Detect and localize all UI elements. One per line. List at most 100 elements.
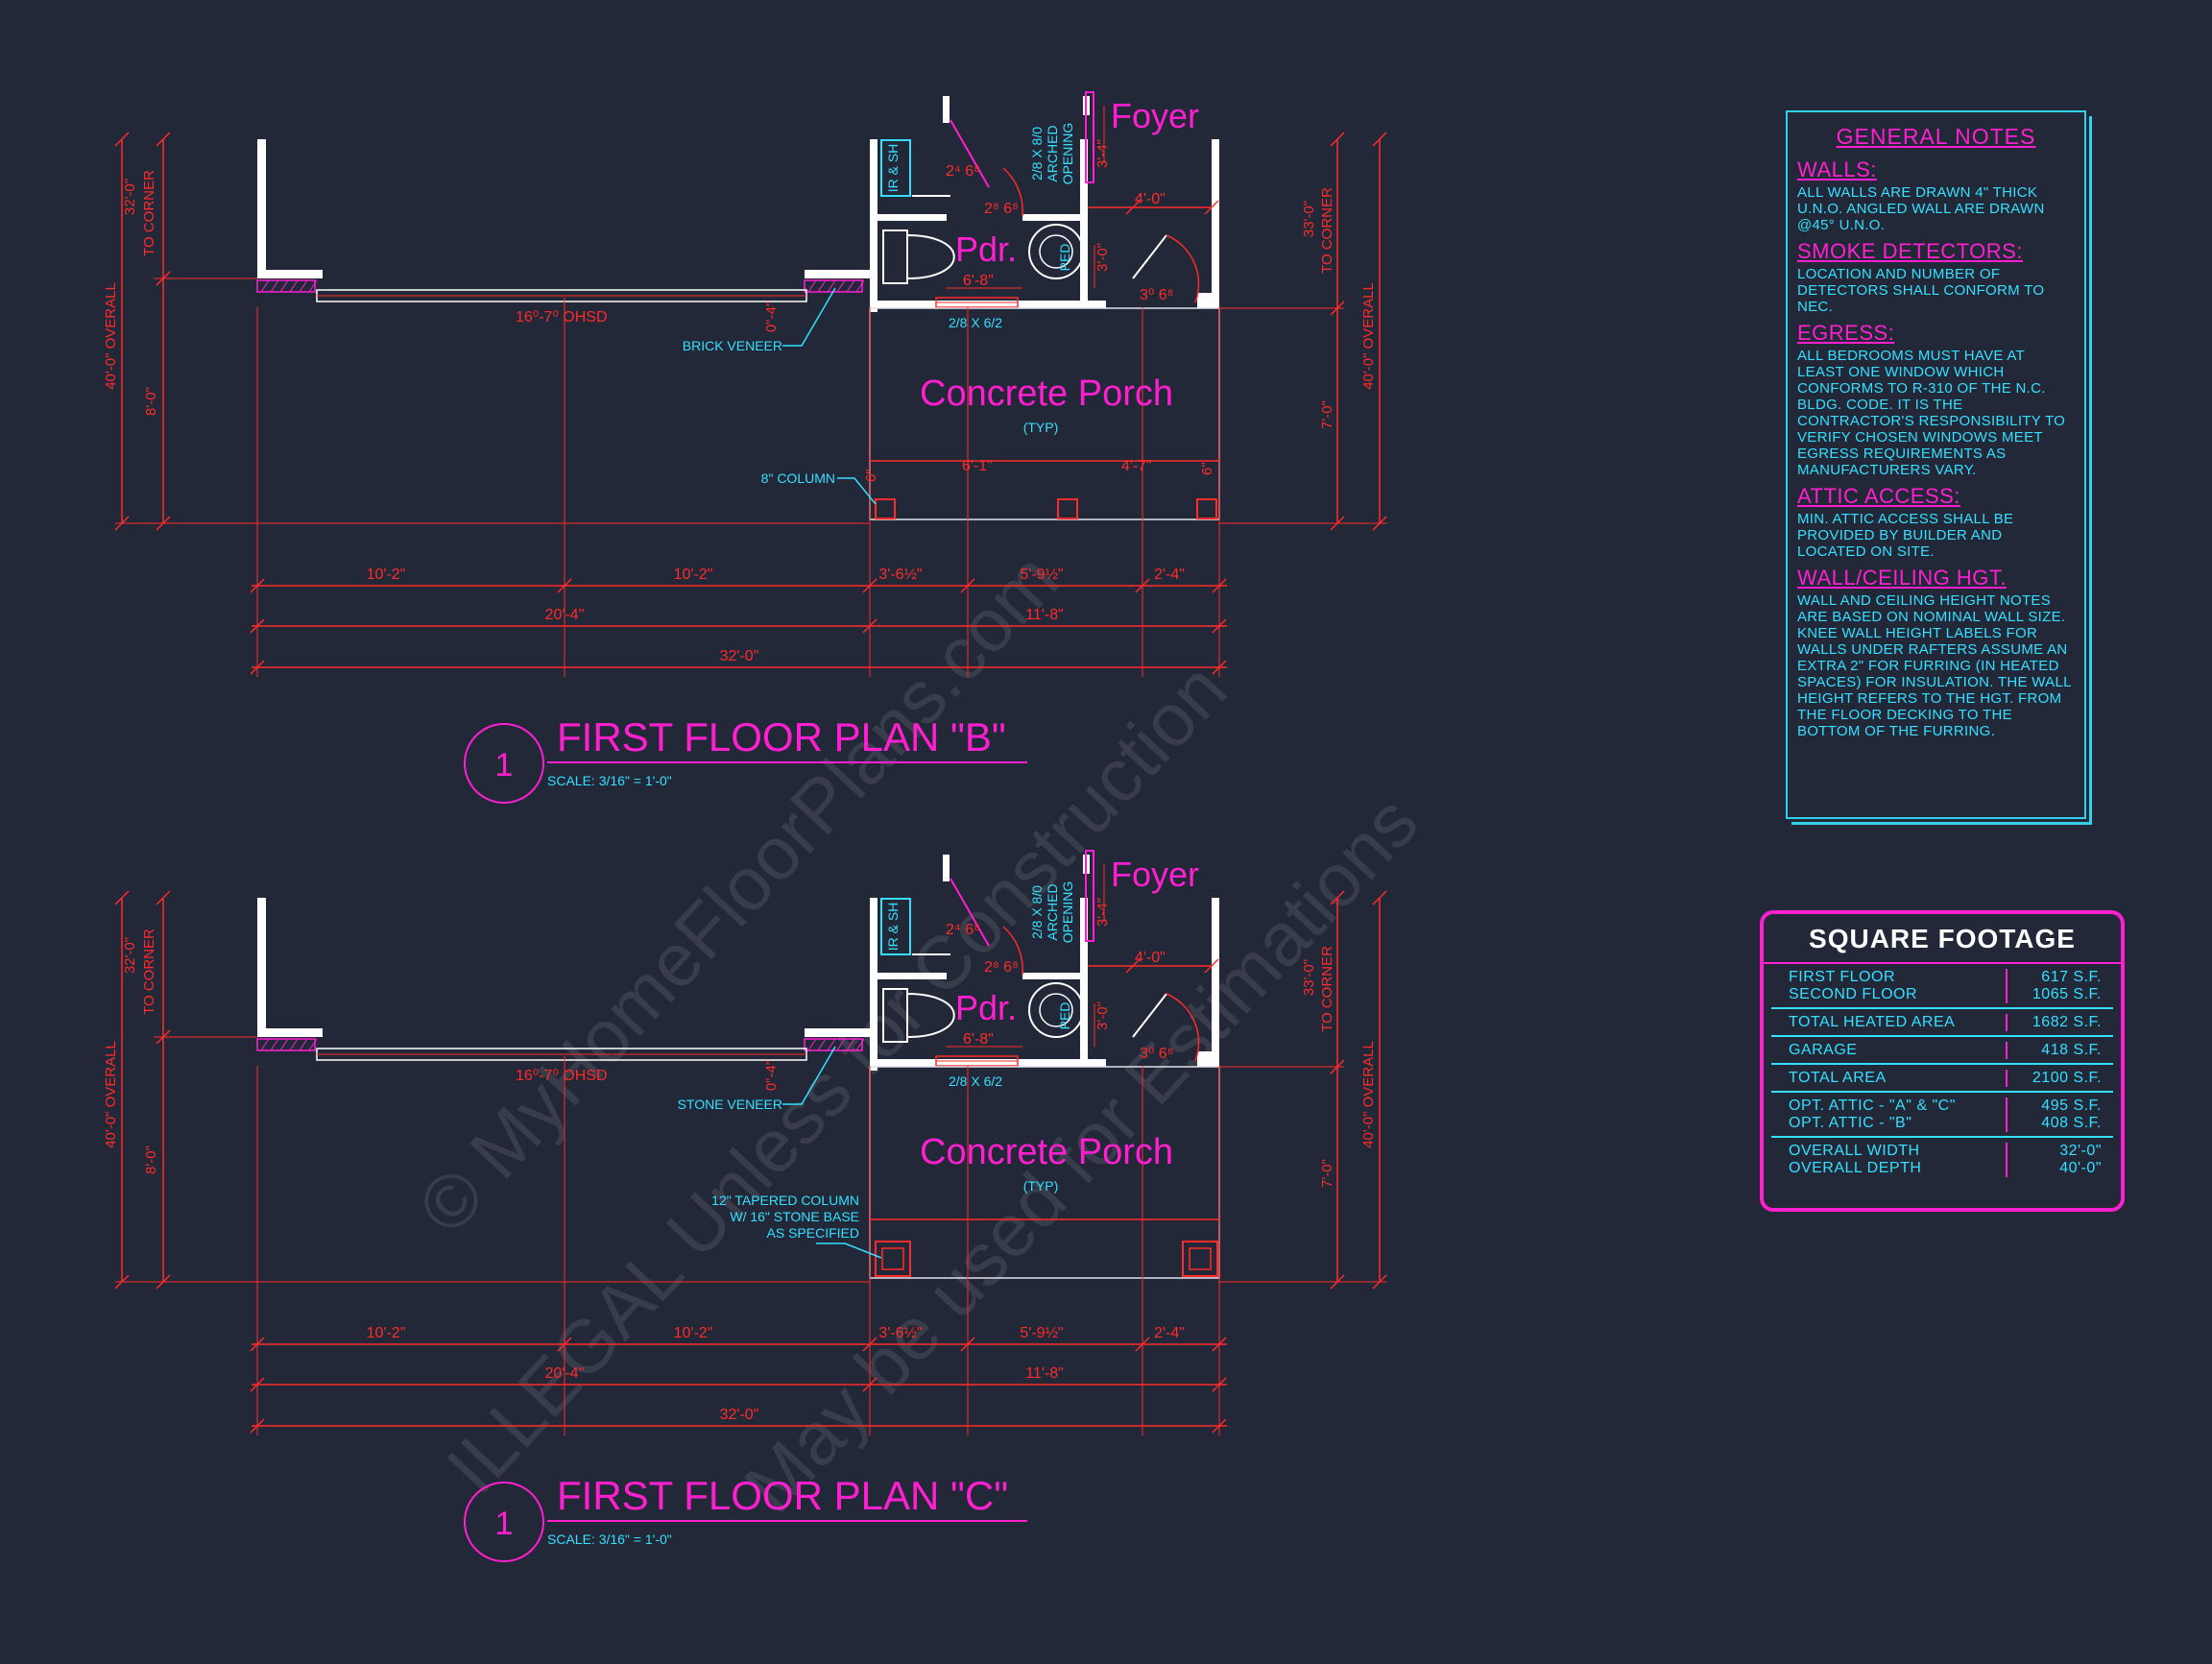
house-wall-bottom bbox=[870, 1059, 1106, 1067]
dimension-tick bbox=[1212, 660, 1227, 675]
foyer-wall-jamb bbox=[1197, 293, 1213, 308]
dimension-tick bbox=[250, 1377, 265, 1392]
window-size-label: 2/8 X 6/2 bbox=[949, 1073, 1002, 1089]
dimension-tick bbox=[862, 578, 878, 593]
column-label: AS SPECIFIED bbox=[767, 1225, 859, 1241]
column-size-label: 6" bbox=[1199, 462, 1215, 475]
arched-opening bbox=[1085, 850, 1094, 942]
plan-title: FIRST FLOOR PLAN "C" bbox=[557, 1473, 1008, 1518]
powder-depth-label: 3'-0" bbox=[1094, 1001, 1111, 1030]
dimension-tick bbox=[1212, 618, 1227, 634]
house-wall-right bbox=[1212, 139, 1219, 308]
dimension-label: 3'-6½" bbox=[878, 567, 922, 583]
veneer-hatch bbox=[279, 279, 289, 293]
toilet-bowl bbox=[906, 992, 955, 1039]
foyer-width-label: 4'-0" bbox=[1135, 191, 1166, 207]
dimension-tick bbox=[1330, 890, 1345, 905]
linen-closet bbox=[880, 898, 911, 955]
dimension-tick bbox=[1212, 1337, 1227, 1352]
door-swing-arc bbox=[1002, 167, 1023, 217]
veneer-hatch bbox=[279, 1038, 289, 1051]
veneer-hatch bbox=[817, 279, 827, 293]
corner-label: 32'-0" bbox=[122, 937, 138, 974]
entry-door-leaf bbox=[1132, 993, 1167, 1038]
room-label-foyer: Foyer bbox=[1111, 855, 1199, 894]
veneer-hatch bbox=[846, 279, 855, 293]
column-label: W/ 16" STONE BASE bbox=[730, 1209, 859, 1224]
porch-column bbox=[1057, 498, 1078, 519]
dimension-tick bbox=[250, 1418, 265, 1434]
plan-number-circle bbox=[464, 1482, 544, 1562]
sqft-value: 408 S.F. bbox=[2006, 1115, 2104, 1132]
garage-wall-return-right bbox=[805, 270, 870, 278]
notes-body: MIN. ATTIC ACCESS SHALL BE PROVIDED BY B… bbox=[1797, 511, 2014, 560]
plan-scale: SCALE: 3/16" = 1'-0" bbox=[547, 773, 672, 788]
dimension-tick bbox=[862, 1377, 878, 1392]
dimension-label: 2'-4" bbox=[1154, 1325, 1185, 1341]
sqft-value: 1065 S.F. bbox=[2006, 986, 2104, 1003]
dimension-label: 10'-2" bbox=[367, 567, 406, 583]
notes-section-wall-ceiling-height: WALL/CEILING HGT. WALL AND CEILING HEIGH… bbox=[1797, 566, 2075, 739]
tapered-column-base bbox=[1182, 1241, 1218, 1277]
dimension-tick bbox=[250, 618, 265, 634]
sqft-label: OVERALL WIDTH bbox=[1789, 1143, 1920, 1159]
column-label: 12" TAPERED COLUMN bbox=[711, 1193, 859, 1208]
veneer-strip bbox=[256, 279, 316, 293]
sink-bowl bbox=[1039, 234, 1073, 269]
sqft-label: OPT. ATTIC - "B" bbox=[1789, 1115, 1912, 1131]
door-size-label: 2⁴ 6⁸ bbox=[946, 163, 980, 180]
dimension-label: 8'-0" bbox=[143, 1146, 159, 1174]
dimension-tick bbox=[1125, 958, 1141, 974]
corner-label: TO CORNER bbox=[1319, 946, 1335, 1032]
closet-label: IR & SH bbox=[885, 144, 901, 193]
powder-wall-top bbox=[870, 214, 947, 221]
window-size-label: 2/8 X 6/2 bbox=[949, 315, 1002, 330]
dimension-tick bbox=[114, 132, 130, 147]
garage-wall-return-left bbox=[257, 1028, 323, 1037]
room-label-foyer: Foyer bbox=[1111, 96, 1199, 135]
veneer-hatch bbox=[260, 279, 270, 293]
sqft-value: 495 S.F. bbox=[2006, 1097, 2104, 1115]
veneer-hatch bbox=[260, 1038, 270, 1051]
foyer-wall-left bbox=[1080, 139, 1088, 308]
dimension-label: 10'-2" bbox=[367, 1325, 406, 1341]
notes-heading: ATTIC ACCESS: bbox=[1797, 484, 1960, 508]
veneer-hatch bbox=[855, 279, 865, 293]
door-size-label: 3⁰ 6⁸ bbox=[1140, 287, 1173, 303]
door-size-label: 2⁸ 6⁸ bbox=[984, 201, 1019, 217]
dimension-label: 10'-2" bbox=[674, 567, 713, 583]
concrete-porch-outline bbox=[869, 307, 1220, 520]
notes-body: LOCATION AND NUMBER OF DETECTORS SHALL C… bbox=[1797, 266, 2045, 315]
dimension-tick bbox=[1135, 578, 1150, 593]
porch-note: (TYP) bbox=[1023, 1178, 1059, 1194]
tapered-column-base bbox=[875, 1241, 911, 1277]
room-label-concrete-porch: Concrete Porch bbox=[920, 374, 1173, 414]
foyer-depth-label: 3'-4" bbox=[1094, 139, 1111, 168]
powder-wall-top bbox=[870, 973, 947, 979]
veneer-hatch bbox=[846, 1038, 855, 1051]
sink-basin bbox=[1028, 982, 1084, 1038]
veneer-strip bbox=[256, 1038, 316, 1051]
general-notes-panel: GENERAL NOTES WALLS: ALL WALLS ARE DRAWN… bbox=[1786, 110, 2086, 819]
dimension-label: 32'-0" bbox=[720, 1407, 759, 1423]
arched-opening-label: 2/8 X 8/0 bbox=[1029, 127, 1045, 181]
toilet-tank bbox=[882, 229, 908, 284]
corner-label: 33'-0" bbox=[1301, 959, 1317, 996]
powder-wall-top-right bbox=[1022, 973, 1085, 979]
dimension-tick bbox=[1135, 1337, 1150, 1352]
overall-depth-label: 40'-0" OVERALL bbox=[1360, 1041, 1377, 1148]
arched-opening-label: ARCHED bbox=[1045, 883, 1060, 940]
porch-column bbox=[1196, 498, 1217, 519]
veneer-hatch bbox=[836, 279, 846, 293]
dimension-tick bbox=[1372, 132, 1387, 147]
drop-label: 0"-4" bbox=[763, 301, 780, 332]
dimension-tick bbox=[862, 1337, 878, 1352]
pedestal-label: PED bbox=[1057, 244, 1072, 272]
